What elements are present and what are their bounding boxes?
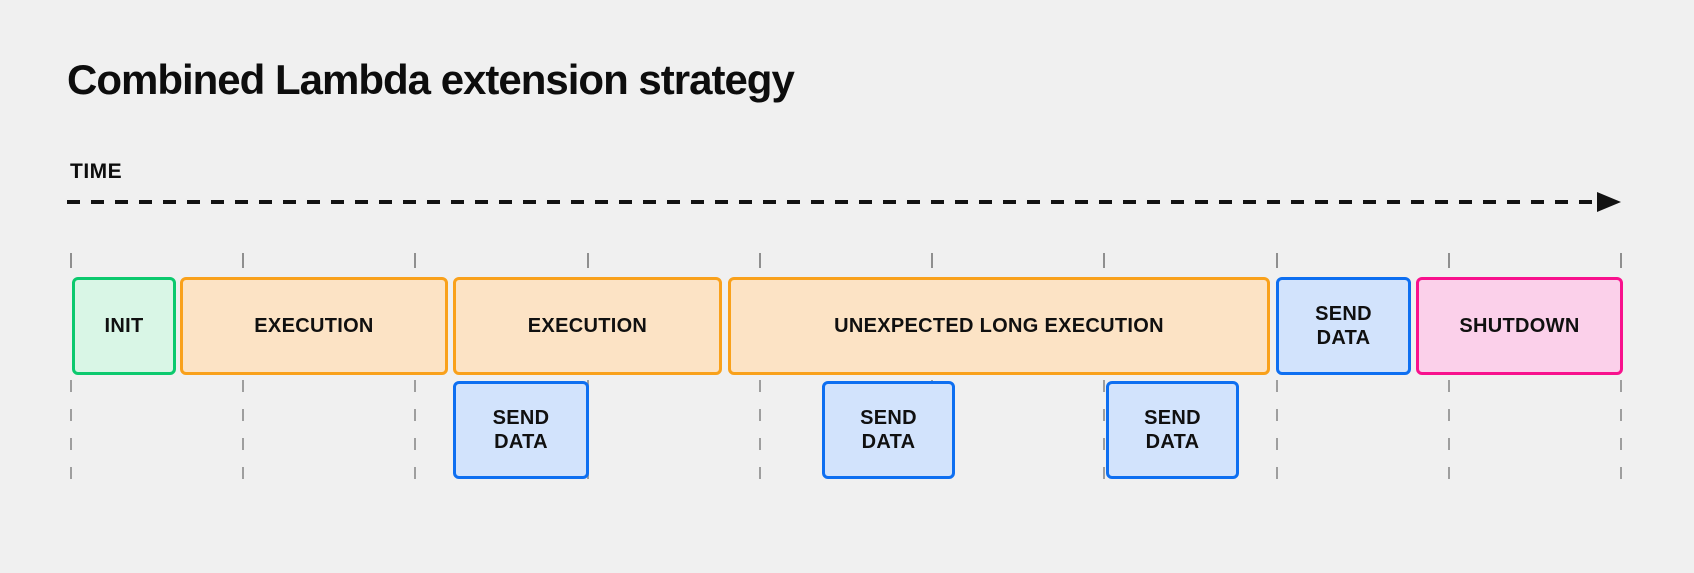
phase-execution: EXECUTION	[180, 277, 448, 375]
time-axis-label: TIME	[70, 160, 123, 183]
time-tick	[70, 253, 72, 268]
phase-execution-label: EXECUTION	[527, 315, 648, 337]
phase-init-label: INIT	[104, 315, 144, 337]
phase-shutdown-label: SHUTDOWN	[1459, 315, 1580, 337]
page-title: Combined Lambda extension strategy	[67, 56, 795, 103]
time-tick	[759, 253, 761, 268]
phase-shutdown: SHUTDOWN	[1416, 277, 1623, 375]
vertical-dashed-line	[1620, 380, 1622, 493]
time-arrow-head-icon	[1597, 192, 1621, 212]
vertical-dashed-line	[414, 380, 416, 493]
vertical-dashed-line	[759, 380, 761, 493]
vertical-dashed-line	[1448, 380, 1450, 493]
phase-send-data: SEND DATA	[1276, 277, 1411, 375]
send-data-box-label: SEND DATA	[492, 407, 550, 453]
phase-execution-label: EXECUTION	[254, 315, 374, 337]
time-tick	[931, 253, 933, 268]
send-data-box: SEND DATA	[822, 381, 955, 479]
phase-unexpected-long-execution: UNEXPECTED LONG EXECUTION	[728, 277, 1270, 375]
time-tick	[1448, 253, 1450, 268]
send-data-box: SEND DATA	[1106, 381, 1239, 479]
time-tick	[587, 253, 589, 268]
vertical-dashed-line	[70, 380, 72, 493]
phase-init: INIT	[72, 277, 176, 375]
send-data-box-label: SEND DATA	[1144, 407, 1201, 453]
phase-execution: EXECUTION	[453, 277, 722, 375]
send-data-box: SEND DATA	[453, 381, 589, 479]
vertical-dashed-line	[1276, 380, 1278, 493]
time-tick	[1103, 253, 1105, 268]
time-tick	[242, 253, 244, 268]
time-tick	[1620, 253, 1622, 268]
time-tick	[1276, 253, 1278, 268]
time-arrow-dashed-line	[67, 200, 1595, 204]
phase-send-data-label: SEND DATA	[1315, 303, 1372, 349]
phase-unexpected-long-execution-label: UNEXPECTED LONG EXECUTION	[834, 315, 1164, 337]
send-data-box-label: SEND DATA	[860, 407, 917, 453]
vertical-dashed-line	[242, 380, 244, 493]
time-tick	[414, 253, 416, 268]
vertical-dashed-line	[1103, 380, 1105, 493]
